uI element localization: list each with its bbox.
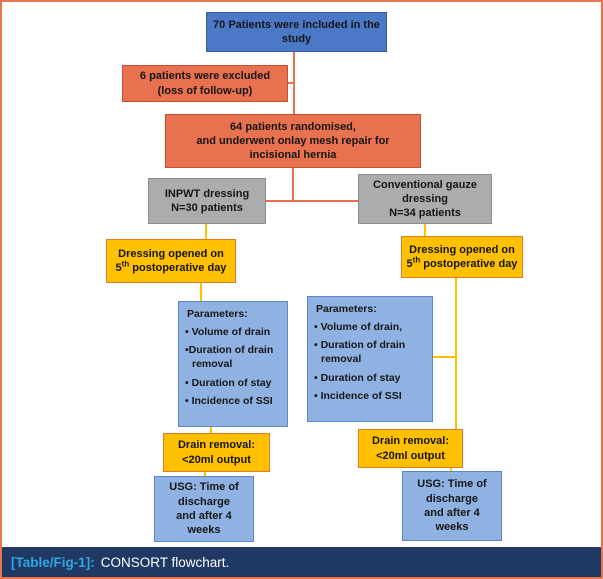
box-line: and after 4 [424,507,480,519]
box-line: (loss of follow-up) [157,84,253,97]
box-line: Dressing opened on [118,247,224,260]
ordinal-suffix: th [121,259,130,269]
parameters-right-box: Parameters: • Volume of drain, • Duratio… [307,296,433,422]
box-line: 5th postoperative day [406,255,518,271]
box-line: discharge [426,492,478,505]
usg-left-box: USG: Time of discharge and after 4 weeks [154,476,254,542]
arm-conventional-box: Conventional gauze dressing N=34 patient… [358,174,492,224]
dressing-opened-right-box: Dressing opened on 5th postoperative day [401,236,523,278]
parameter-item: • Incidence of SSI [185,395,273,408]
box-line: and underwent onlay mesh repair for [196,134,390,147]
box-line: weeks [187,524,221,537]
included-patients-box: 70 Patients were included in the study [206,12,387,52]
box-line: and after 4 [176,510,232,522]
box-line: incisional hernia [249,149,337,162]
connector-drain-to-usg-right [450,468,452,471]
box-line: Drain removal: [177,439,256,452]
box-line: dressing [402,192,448,205]
parameters-title: Parameters: [316,303,377,315]
caption-bar: [Table/Fig-1]: CONSORT flowchart. [2,547,601,577]
box-line: 6 patients were excluded [139,70,271,83]
drain-removal-left-box: Drain removal: <20ml output [163,433,270,472]
box-line: 64 patients randomised, [230,120,356,133]
connector-params-to-drain-left [210,427,212,433]
box-line: Conventional gauze [373,178,477,191]
box-line: discharge [178,495,230,508]
box-line: INPWT dressing [164,187,250,200]
box-line: weeks [435,521,469,534]
parameter-item: • Volume of drain, [314,320,403,333]
box-line: <20ml output [376,449,445,462]
day-number: 5 [115,262,122,274]
day-number: 5 [406,258,413,270]
figure-label: [Table/Fig-1]: [11,554,95,570]
parameter-item: • Duration of stay [314,371,401,384]
randomised-box: 64 patients randomised, and underwent on… [165,114,421,168]
box-line: Drain removal: [371,435,450,448]
parameters-title: Parameters: [187,308,248,320]
day-rest: postoperative day [420,258,518,270]
connector-randomised-to-split [292,168,294,202]
dressing-opened-left-box: Dressing opened on 5th postoperative day [106,239,236,283]
connector-inpwt-to-dressing [205,224,207,239]
connector-excluded-branch [288,82,295,84]
day-rest: postoperative day [129,262,227,274]
connector-dressing-to-drain-right [455,278,457,429]
usg-right-box: USG: Time of discharge and after 4 weeks [402,471,502,541]
box-line: USG: Time of [417,478,487,491]
connector-params-stub-right [433,356,455,358]
parameters-left-box: Parameters: • Volume of drain •Duration … [178,301,288,427]
caption-text: CONSORT flowchart. [100,554,230,570]
ordinal-suffix: th [412,255,421,265]
box-line: 5th postoperative day [115,259,227,275]
arm-inpwt-box: INPWT dressing N=30 patients [148,178,266,224]
box-line: 70 Patients were included in the [213,18,380,31]
connector-conventional-to-dressing [424,224,426,236]
box-line: USG: Time of [169,481,239,494]
connector-drain-to-usg-left [204,472,206,476]
box-line: study [281,33,312,45]
parameter-item: •Duration of drain removal [185,344,274,370]
connector-arm-split [266,200,358,202]
box-line: N=30 patients [171,202,243,214]
box-line: Dressing opened on [409,243,515,256]
connector-dressing-to-params-left [200,283,202,301]
box-line: <20ml output [182,453,251,466]
parameter-item: • Incidence of SSI [314,390,402,403]
box-line: N=34 patients [389,207,461,220]
drain-removal-right-box: Drain removal: <20ml output [358,429,463,468]
excluded-patients-box: 6 patients were excluded (loss of follow… [122,65,288,102]
parameter-item: • Duration of drain removal [314,339,406,365]
parameter-item: • Volume of drain [185,325,271,338]
parameter-item: • Duration of stay [185,376,272,389]
